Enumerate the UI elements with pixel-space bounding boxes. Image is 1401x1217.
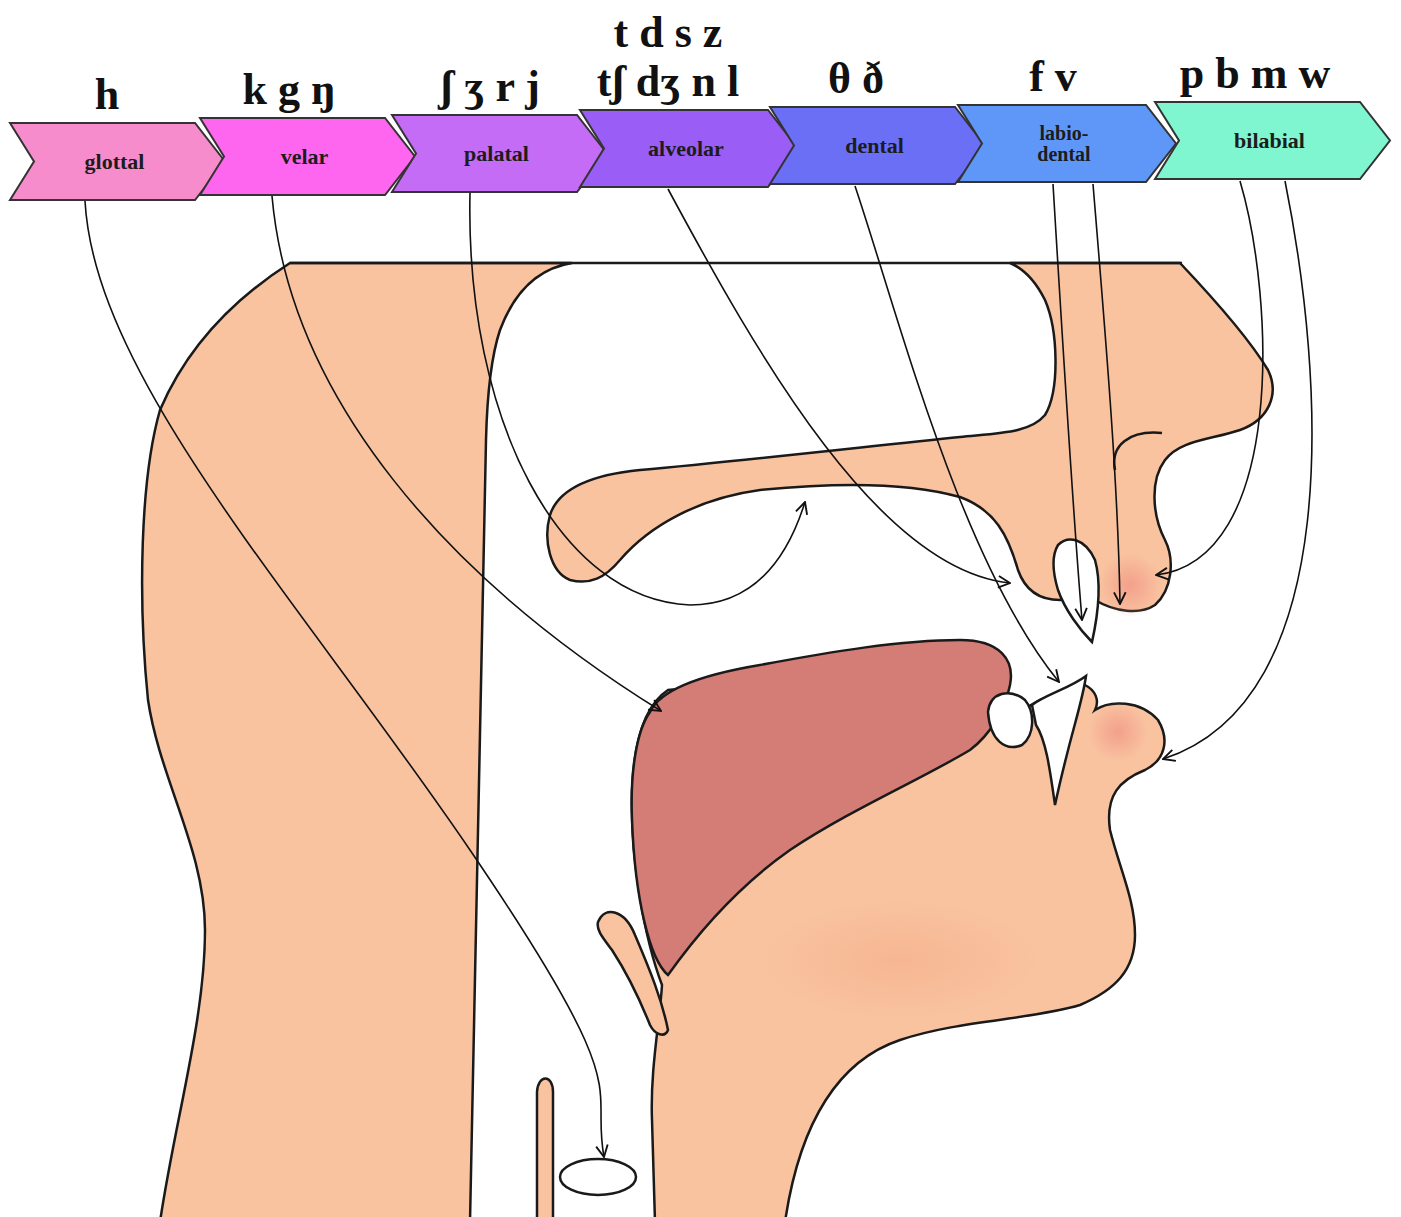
phoneme-symbols: p b m w xyxy=(1180,50,1330,98)
leader-line xyxy=(1163,181,1312,759)
place-name: velar xyxy=(281,145,329,168)
lower-incisor xyxy=(1032,676,1086,805)
posterior-wall xyxy=(142,263,572,1217)
place-name: palatal xyxy=(464,142,529,165)
leader-line xyxy=(85,201,604,1157)
chevron-outline xyxy=(958,105,1176,182)
phoneme-symbols: ʃ ʒ r j xyxy=(440,63,540,111)
place-name: glottal xyxy=(85,150,145,173)
epiglottis xyxy=(598,912,668,1035)
upper-incisor xyxy=(1054,540,1099,642)
glottis xyxy=(560,1159,636,1195)
articulation-band: hglottal xyxy=(10,123,225,200)
leader-line xyxy=(470,193,805,605)
place-name: labio- dental xyxy=(1024,123,1104,165)
chevron-outline xyxy=(1155,102,1390,179)
band-label-area: palatal xyxy=(416,115,577,192)
chevron-outline xyxy=(200,118,415,195)
section-top-line xyxy=(290,262,1182,265)
chevron-outline xyxy=(770,107,985,184)
place-name: alveolar xyxy=(648,137,724,160)
lower-tooth xyxy=(988,693,1032,747)
band-label-area: labio- dental xyxy=(982,105,1146,182)
leader-line xyxy=(855,186,1059,682)
leader-line xyxy=(668,189,1010,583)
leader-line xyxy=(272,196,661,711)
tongue xyxy=(632,640,1011,975)
leader-line xyxy=(1156,181,1263,575)
band-label-area: dental xyxy=(794,107,955,184)
chevron-outline xyxy=(392,115,607,192)
articulation-band: f vlabio- dental xyxy=(958,105,1176,182)
place-name: dental xyxy=(845,134,904,157)
band-label-area: velar xyxy=(224,118,385,195)
articulation-band: t d s z tʃ dʒ n lalveolar xyxy=(580,110,798,187)
articulation-band: ʃ ʒ r jpalatal xyxy=(392,115,607,192)
phoneme-symbols: f v xyxy=(1029,53,1077,101)
place-name: bilabial xyxy=(1234,129,1305,152)
nostril xyxy=(1114,433,1162,470)
upper-lip-shading xyxy=(1098,553,1162,617)
lower-lip-shading xyxy=(1088,702,1148,762)
phoneme-symbols: t d s z tʃ dʒ n l xyxy=(568,9,768,106)
leader-line xyxy=(1053,184,1082,620)
band-label-area: alveolar xyxy=(604,110,768,187)
chevron-outline xyxy=(580,110,798,187)
band-label-area: glottal xyxy=(34,123,195,200)
phoneme-symbols: h xyxy=(95,71,119,119)
articulation-band: k g ŋvelar xyxy=(200,118,415,195)
band-label-area: bilabial xyxy=(1179,102,1360,179)
larynx-wall xyxy=(537,1079,553,1217)
phoneme-symbols: θ ð xyxy=(828,55,884,103)
phoneme-symbols: k g ŋ xyxy=(243,66,336,114)
chevron-outline xyxy=(10,123,225,200)
leader-line xyxy=(1093,184,1120,604)
palate-nose-upper-lip xyxy=(547,263,1272,611)
articulation-band: p b m wbilabial xyxy=(1155,102,1390,179)
articulation-band: θ ðdental xyxy=(770,107,985,184)
chin-shading xyxy=(760,900,1040,1020)
